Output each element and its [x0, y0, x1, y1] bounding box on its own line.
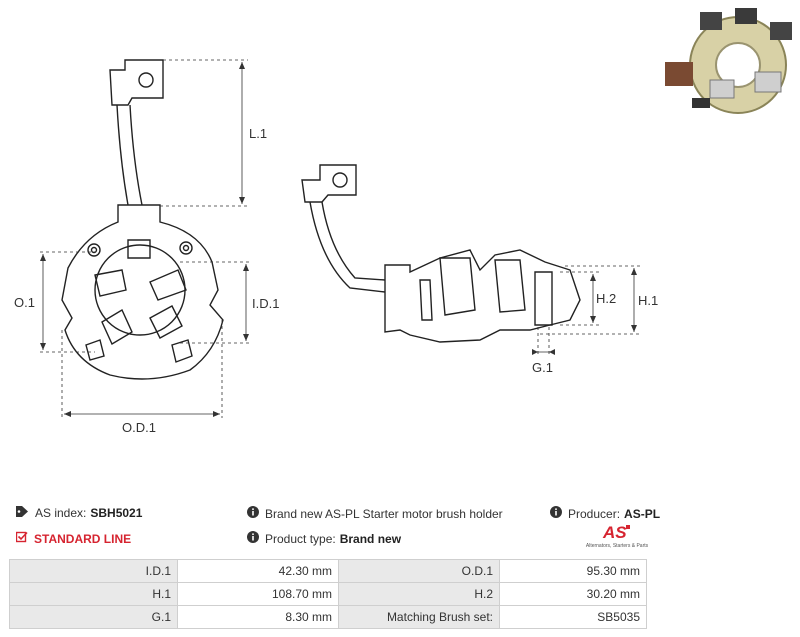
info-icon	[550, 506, 562, 521]
as-index-label: AS index:	[35, 506, 87, 520]
spec-value: 8.30 mm	[177, 605, 339, 629]
info-icon	[247, 531, 259, 546]
dim-label-o1: O.1	[14, 295, 35, 310]
logo-tagline: Alternators, Starters & Parts	[585, 543, 649, 549]
product-photo	[665, 8, 792, 114]
spec-label: O.D.1	[338, 559, 500, 583]
spec-label: I.D.1	[9, 559, 178, 583]
dim-label-l1: L.1	[249, 126, 267, 141]
as-logo-mark: AS	[602, 523, 630, 542]
specs-table: I.D.1 42.30 mm O.D.1 95.30 mm H.1 108.70…	[9, 559, 647, 629]
spec-label: H.1	[9, 582, 178, 606]
product-type-value: Brand new	[339, 531, 402, 546]
dim-label-h1: H.1	[638, 293, 658, 308]
description: Brand new AS-PL Starter motor brush hold…	[247, 506, 503, 521]
brush-holder-body-front	[61, 204, 224, 380]
as-pl-logo: AS Alternators, Starters & Parts	[584, 522, 650, 552]
dim-label-id1: I.D.1	[252, 296, 279, 311]
checkbox-icon	[15, 531, 28, 546]
svg-text:AS: AS	[602, 523, 627, 542]
product-type-label: Product type:	[265, 531, 336, 546]
spec-value: 30.20 mm	[499, 582, 647, 606]
spec-value: 95.30 mm	[499, 559, 647, 583]
dim-label-od1: O.D.1	[122, 420, 156, 435]
dim-label-h2: H.2	[596, 291, 616, 306]
producer-value: AS-PL	[624, 506, 661, 521]
info-icon	[247, 506, 259, 521]
terminal-lug-side	[301, 164, 357, 203]
spec-label: G.1	[9, 605, 178, 629]
table-row: H.1 108.70 mm H.2 30.20 mm	[9, 582, 647, 606]
standard-line: STANDARD LINE	[15, 531, 132, 546]
spec-value: 42.30 mm	[177, 559, 339, 583]
as-index: AS index: SBH5021	[16, 506, 142, 520]
description-text: Brand new AS-PL Starter motor brush hold…	[265, 506, 503, 521]
terminal-lug	[109, 59, 164, 106]
producer: Producer: AS-PL	[550, 506, 660, 521]
dim-label-g1: G.1	[532, 360, 553, 375]
as-index-value: SBH5021	[90, 506, 143, 520]
table-row: G.1 8.30 mm Matching Brush set: SB5035	[9, 605, 647, 629]
spec-value: 108.70 mm	[177, 582, 339, 606]
brush-holder-body-side	[384, 249, 581, 343]
table-row: I.D.1 42.30 mm O.D.1 95.30 mm	[9, 559, 647, 583]
product-type: Product type: Brand new	[247, 531, 401, 546]
tag-icon	[16, 506, 29, 520]
technical-drawing: L.1 O.1 I.D.1 O.D.1 H.2 H.1 G.1	[14, 8, 792, 435]
spec-label: Matching Brush set:	[338, 605, 500, 629]
spec-value: SB5035	[499, 605, 647, 629]
standard-line-label: STANDARD LINE	[34, 531, 132, 546]
producer-label: Producer:	[568, 506, 621, 521]
spec-label: H.2	[338, 582, 500, 606]
